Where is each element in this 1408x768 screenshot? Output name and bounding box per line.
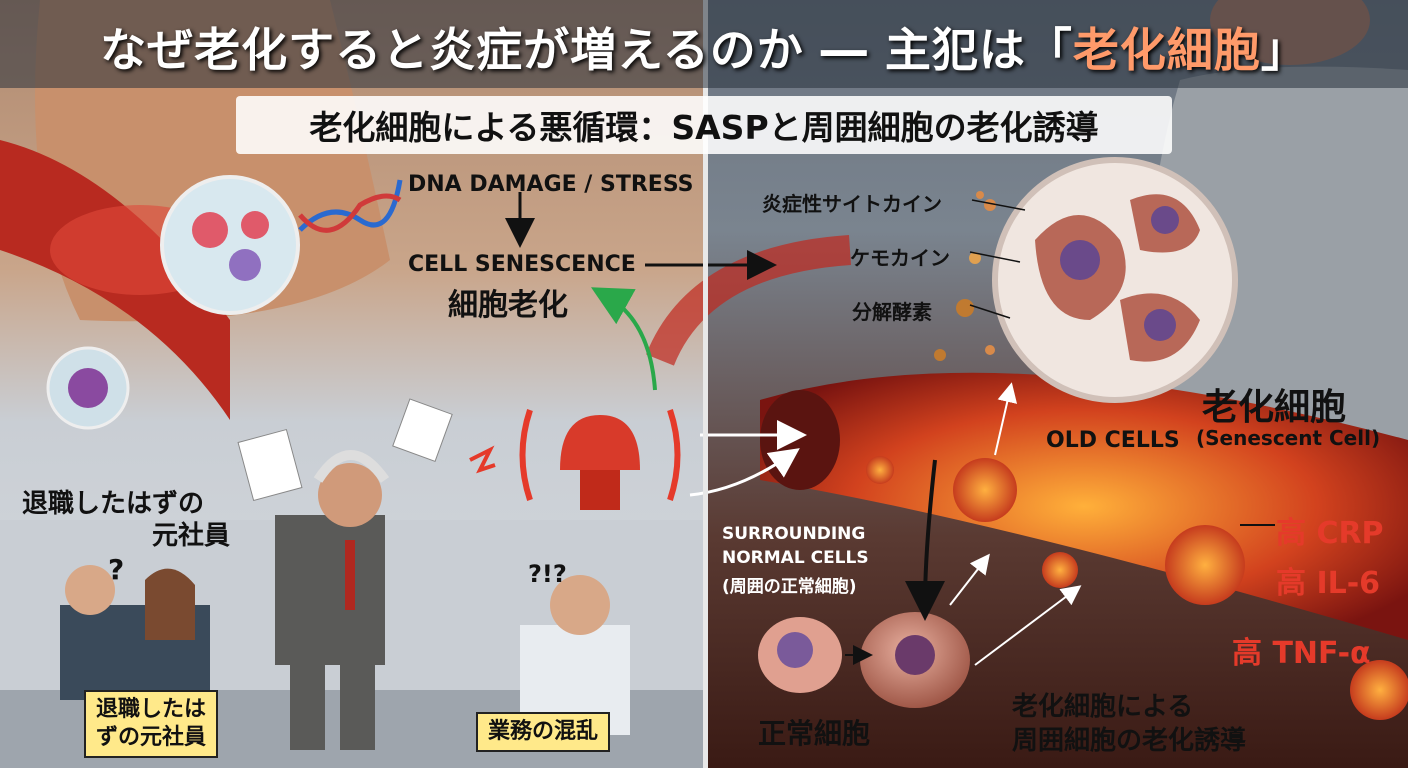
label-induction-line1: 老化細胞による — [1012, 692, 1194, 722]
senescent-cell-in-vessel — [953, 458, 1017, 522]
marker-il6: 高 IL-6 — [1276, 566, 1381, 601]
sasp-particle — [985, 345, 995, 355]
alarm-wave — [519, 409, 533, 501]
title-suffix: 」 — [1260, 23, 1308, 77]
question-mark-2: ?!? — [528, 560, 567, 588]
alarm-wave — [667, 409, 681, 501]
pointer-line — [969, 304, 1011, 319]
caption-retired-line2: ずの元社員 — [96, 725, 207, 750]
old-man-hair — [313, 450, 390, 483]
flying-paper — [237, 428, 303, 502]
subtitle: 老化細胞による悪循環：SASPと周囲細胞の老化誘導 — [309, 108, 1099, 147]
blood-cell — [229, 249, 261, 281]
young-woman-hair — [145, 568, 195, 640]
young-man-head — [65, 565, 115, 615]
title-prefix: なぜ老化すると炎症が増えるのか ― 主犯は「 — [100, 23, 1073, 77]
old-man-tie — [345, 540, 355, 610]
arrow-induction — [974, 585, 1082, 666]
arrow-alarm-to-vessel — [689, 448, 800, 497]
label-surrounding-jp: (周囲の正常細胞) — [722, 577, 857, 597]
cell-nucleus — [1144, 309, 1176, 341]
cell-nucleus — [1151, 206, 1179, 234]
label-dna-damage: DNA DAMAGE / STRESS — [408, 172, 694, 197]
label-senescent-cell-jp: 老化細胞 — [1202, 387, 1347, 428]
subtitle-bar — [236, 96, 1172, 154]
label-cell-senescence: CELL SENESCENCE — [408, 252, 636, 277]
question-mark-1: ? — [108, 553, 125, 586]
marker-tnf: 高 TNF-α — [1232, 636, 1371, 671]
old-man-suit — [275, 515, 385, 665]
dna-strand — [298, 193, 402, 233]
stressed-worker-head — [550, 575, 610, 635]
marker-crp: 高 CRP — [1276, 516, 1384, 551]
old-man-leg — [290, 660, 325, 750]
induced-cell-nucleus — [895, 635, 935, 675]
arrow-to-normal-cells — [905, 459, 946, 621]
caption-box-confusion: 業務の混乱 — [476, 712, 611, 752]
caption-box-retired: 退職したは ずの元社員 — [84, 690, 219, 758]
sasp-particle — [976, 191, 984, 199]
alarm-bell-base — [580, 470, 620, 510]
alarm-bell-icon — [560, 415, 640, 470]
pointer-line — [971, 199, 1026, 211]
label-old-cells: OLD CELLS — [1046, 428, 1180, 453]
label-surrounding-line1: SURROUNDING — [722, 524, 866, 544]
title-highlight: 老化細胞 — [1072, 23, 1261, 77]
inflammatory-cell — [1350, 660, 1408, 720]
sasp-particle — [984, 199, 996, 211]
old-man-head — [318, 463, 382, 527]
pointer-line — [969, 251, 1021, 263]
normal-cell-nucleus — [777, 632, 813, 668]
old-man-leg — [340, 660, 375, 750]
inflammatory-cell — [1165, 525, 1245, 605]
arrow-to-old-cells — [994, 382, 1018, 456]
flying-paper — [392, 398, 453, 462]
title-bar — [0, 0, 1408, 88]
label-cell-senescence-jp: 細胞老化 — [448, 288, 568, 323]
label-surrounding-line2: NORMAL CELLS — [722, 548, 869, 568]
label-chemokine: ケモカイン — [850, 246, 950, 270]
magnified-blood-cells — [160, 175, 300, 315]
virus-core — [68, 368, 108, 408]
label-senescent-cell-en: (Senescent Cell) — [1196, 426, 1381, 450]
lightning-icon — [469, 445, 496, 474]
label-induction-line2: 周囲細胞の老化誘導 — [1012, 726, 1247, 756]
cell-nucleus — [1060, 240, 1100, 280]
sasp-particle — [956, 299, 974, 317]
label-enzyme: 分解酵素 — [852, 300, 932, 324]
caption-retired-line1: 退職したは — [96, 697, 207, 722]
label-normal-cell: 正常細胞 — [758, 717, 871, 750]
blood-cell — [241, 211, 269, 239]
vessel-opening — [760, 390, 840, 490]
page-title: なぜ老化すると炎症が増えるのか ― 主犯は「老化細胞」 — [0, 14, 1408, 80]
green-feedback-arrow — [591, 287, 657, 391]
vessel-extension — [646, 235, 852, 366]
arrow-induction — [949, 553, 990, 606]
inflammatory-cell — [866, 456, 894, 484]
inflammatory-cell — [1042, 552, 1078, 588]
label-retired-line2: 元社員 — [152, 521, 231, 551]
main-blood-vessel — [760, 372, 1408, 640]
dna-helix-icon — [298, 179, 403, 232]
elderly-shirt — [1144, 66, 1408, 471]
label-cytokine: 炎症性サイトカイン — [762, 192, 942, 216]
blood-cell — [192, 212, 228, 248]
sasp-particle — [969, 252, 981, 264]
panel-divider — [703, 0, 708, 768]
label-retired-line1: 退職したはずの — [22, 489, 205, 519]
sasp-particle — [934, 349, 946, 361]
